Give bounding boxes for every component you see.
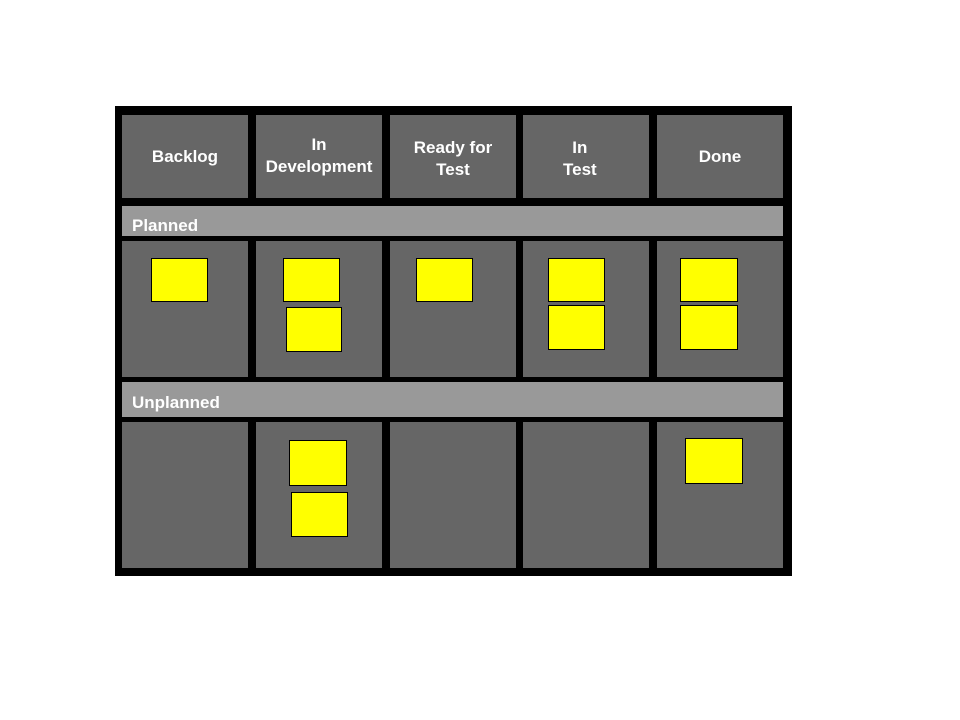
swimlane-planned: Planned <box>122 206 783 236</box>
card[interactable] <box>289 440 347 486</box>
cell-unplanned-backlog <box>122 422 248 568</box>
card[interactable] <box>286 307 342 352</box>
column-header-backlog: Backlog <box>122 115 248 198</box>
column-header-label: Ready for Test <box>413 137 493 179</box>
swimlane-unplanned: Unplanned <box>122 382 783 417</box>
column-header-label: Done <box>698 146 742 166</box>
column-header-label: In Test <box>563 137 597 179</box>
card[interactable] <box>151 258 208 302</box>
column-header-ready-for-test: Ready for Test <box>390 115 516 198</box>
swimlane-label: Planned <box>132 216 199 235</box>
card[interactable] <box>283 258 340 302</box>
card[interactable] <box>548 305 605 350</box>
column-header-label: Backlog <box>151 146 219 166</box>
column-header-in-development: In Development <box>256 115 382 198</box>
card[interactable] <box>416 258 473 302</box>
card[interactable] <box>680 258 738 302</box>
cell-unplanned-ready-for-test <box>390 422 516 568</box>
cell-unplanned-in-test <box>523 422 649 568</box>
card[interactable] <box>291 492 348 537</box>
column-header-done: Done <box>657 115 783 198</box>
card[interactable] <box>685 438 743 484</box>
card[interactable] <box>680 305 738 350</box>
card[interactable] <box>548 258 605 302</box>
column-header-in-test: In Test <box>523 115 649 198</box>
swimlane-label: Unplanned <box>132 393 220 412</box>
column-header-label: In Development <box>265 135 373 176</box>
